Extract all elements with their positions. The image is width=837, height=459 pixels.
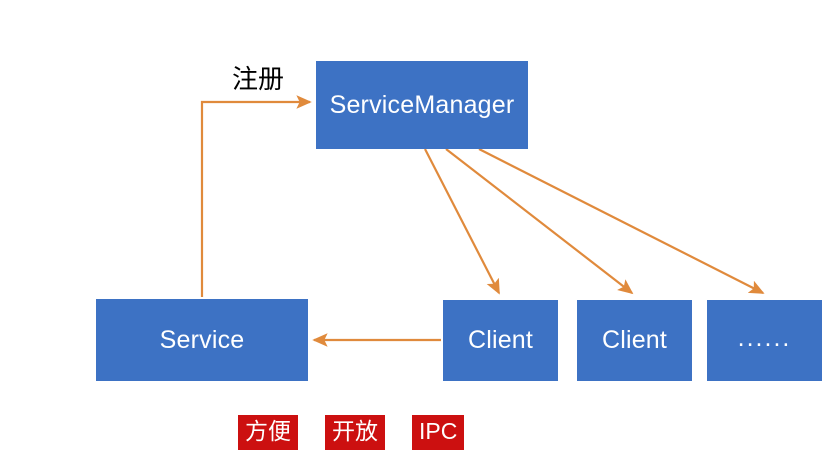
node-ellipsis-label: ...... [737,324,792,352]
node-service-label: Service [159,325,245,354]
badge-fangbian: 方便 [238,415,298,450]
node-client-1[interactable]: Client [443,300,558,381]
edge-sm-to-ellipsis-line [478,148,765,294]
node-client-2-label: Client [601,326,668,354]
node-servicemanager-label: ServiceManager [329,90,515,119]
node-client-1-label: Client [467,326,534,354]
edge-sm-to-client1-line [424,148,500,295]
edge-label-register: 注册 [232,64,285,94]
edge-register-line [200,95,312,297]
node-service[interactable]: Service [96,299,308,381]
badge-row: 方便 开放 IPC [238,415,465,450]
node-ellipsis[interactable]: ...... [707,300,822,381]
node-servicemanager[interactable]: ServiceManager [316,61,528,149]
badge-ipc: IPC [412,415,465,450]
node-client-2[interactable]: Client [577,300,692,381]
edge-sm-to-client2-line [445,148,634,295]
badge-kaifang: 开放 [325,415,385,450]
